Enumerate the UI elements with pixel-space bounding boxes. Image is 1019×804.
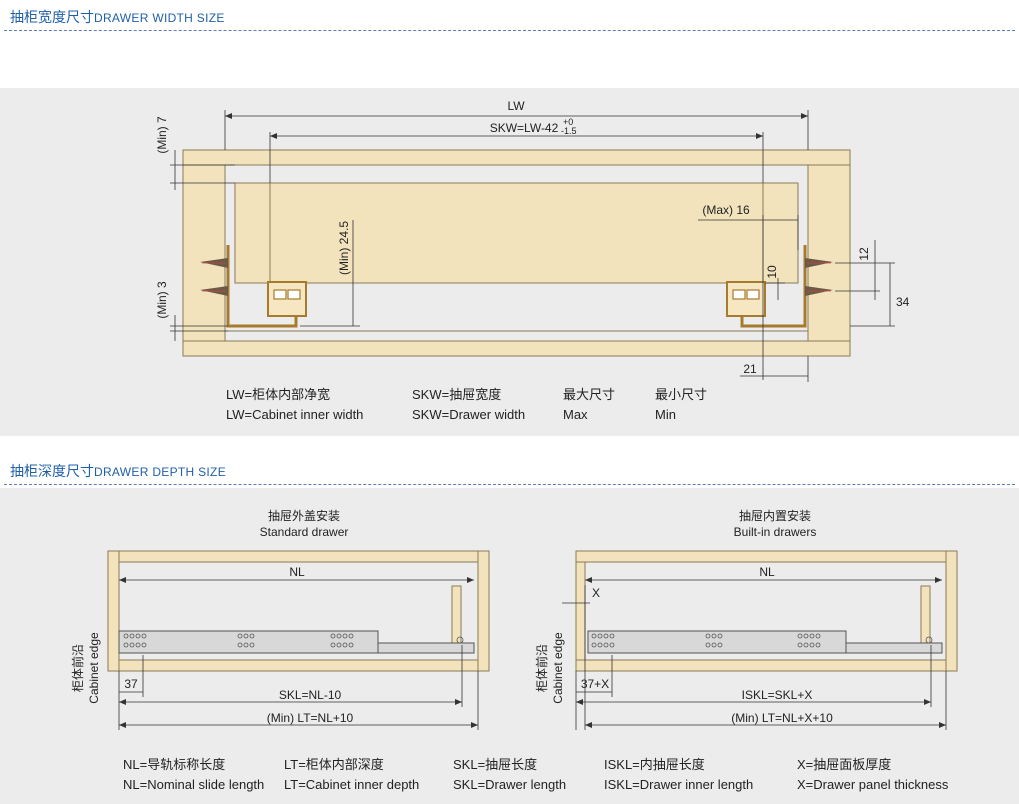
legend-lw-en: LW=Cabinet inner width: [226, 407, 363, 422]
builtin-drawer-front: [575, 561, 586, 671]
standard-drawer-back: [451, 585, 462, 645]
legend-lw-cn: LW=柜体内部净宽: [226, 387, 330, 402]
legend-nl-en: NL=Nominal slide length: [123, 777, 264, 792]
skw-dimension: [269, 132, 764, 183]
standard-skl-label: SKL=NL-10: [279, 688, 342, 702]
builtin-cabinet-bottom: [575, 659, 947, 672]
standard-slide-rail: [118, 630, 379, 654]
legend-min-cn: 最小尺寸: [655, 387, 707, 402]
drawer-right-panel: [762, 182, 799, 284]
legend-nl-cn: NL=导轨标称长度: [123, 757, 225, 772]
min3-label: (Min) 3: [155, 281, 169, 319]
cabinet-top-board: [182, 149, 851, 166]
cabinet-bottom-board: [182, 340, 851, 357]
standard-cabinet-back: [477, 550, 490, 672]
right-slide-ball: [732, 289, 746, 300]
d10-dimension: [765, 278, 785, 300]
builtin-37x-label: 37+X: [581, 677, 609, 691]
lw-dimension: [224, 110, 809, 150]
min7-dimension: [170, 150, 235, 190]
standard-slide-extension: [377, 642, 475, 654]
builtin-edge-en: Cabinet edge: [551, 632, 565, 704]
standard-title-cn: 抽屉外盖安装: [268, 508, 340, 523]
builtin-x-label: X: [592, 586, 600, 600]
max16-dimension: [698, 215, 799, 380]
builtin-drawer-back: [920, 585, 931, 645]
legend-x-en: X=Drawer panel thickness: [797, 777, 949, 792]
width-section-title: 抽柜宽度尺寸DRAWER WIDTH SIZE: [10, 7, 225, 27]
lw-label: LW: [507, 99, 525, 113]
standard-cabinet-bottom: [118, 659, 479, 672]
standard-cabinet-front: [107, 550, 120, 672]
left-screws: [200, 258, 228, 296]
section-divider: [4, 30, 1015, 31]
skw-tolerance-minus: -1.5: [561, 126, 577, 136]
width-title-en: DRAWER WIDTH SIZE: [94, 11, 225, 25]
section-divider-2: [4, 484, 1015, 485]
legend-skl-cn: SKL=抽屉长度: [453, 757, 537, 772]
d10-label: 10: [765, 265, 779, 279]
min7-label: (Min) 7: [155, 116, 169, 154]
right-slide-ball-2: [746, 289, 760, 300]
standard-nl-label: NL: [289, 565, 305, 579]
d21-label: 21: [743, 362, 757, 376]
legend-max-en: Max: [563, 407, 588, 422]
legend-min-en: Min: [655, 407, 676, 422]
builtin-slide-rail: [587, 630, 847, 654]
builtin-title-cn: 抽屉内置安装: [739, 508, 811, 523]
skw-label: SKW=LW-42: [490, 121, 559, 135]
min245-label: (Min) 24.5: [337, 221, 351, 275]
drawer-left-panel: [234, 182, 271, 284]
depth-legend: NL=导轨标称长度 NL=Nominal slide length LT=柜体内…: [123, 757, 949, 792]
legend-max-cn: 最大尺寸: [563, 387, 615, 402]
builtin-edge-cn: 柜体前沿: [534, 644, 549, 692]
builtin-cabinet-back: [945, 550, 958, 672]
builtin-cabinet-top: [575, 550, 958, 563]
standard-lt-label: (Min) LT=NL+10: [267, 711, 354, 725]
min245-dimension: [300, 220, 360, 327]
standard-title-en: Standard drawer: [260, 525, 349, 539]
drawer-box: [234, 182, 799, 284]
legend-skl-en: SKL=Drawer length: [453, 777, 566, 792]
standard-37-label: 37: [124, 677, 138, 691]
legend-iskl-en: ISKL=Drawer inner length: [604, 777, 753, 792]
builtin-iskl-label: ISKL=SKL+X: [742, 688, 813, 702]
d12-d34-dimension: [835, 240, 895, 327]
builtin-lt-label: (Min) LT=NL+X+10: [731, 711, 833, 725]
legend-x-cn: X=抽屉面板厚度: [797, 757, 891, 772]
right-screws: [805, 258, 833, 296]
legend-lt-en: LT=Cabinet inner depth: [284, 777, 419, 792]
cabinet-right-side: [807, 164, 851, 342]
depth-title-en: DRAWER DEPTH SIZE: [94, 465, 226, 479]
skw-tolerance-plus: +0: [563, 117, 573, 127]
builtin-title-en: Built-in drawers: [734, 525, 817, 539]
d21-dimension: [740, 356, 809, 382]
standard-edge-en: Cabinet edge: [87, 632, 101, 704]
legend-lt-cn: LT=柜体内部深度: [284, 757, 384, 772]
standard-cabinet-top: [107, 550, 490, 563]
builtin-slide-extension: [845, 642, 943, 654]
left-slide-ball: [273, 289, 287, 300]
width-legend: LW=柜体内部净宽 LW=Cabinet inner width SKW=抽屉宽…: [226, 387, 707, 422]
width-title-cn: 抽柜宽度尺寸: [10, 9, 94, 25]
d12-label: 12: [857, 247, 871, 261]
legend-skw-cn: SKW=抽屉宽度: [412, 387, 501, 402]
legend-iskl-cn: ISKL=内抽屉长度: [604, 757, 705, 772]
d34-label: 34: [896, 295, 910, 309]
builtin-nl-label: NL: [759, 565, 775, 579]
standard-edge-cn: 柜体前沿: [70, 644, 85, 692]
builtin-slide-holes: [591, 633, 933, 648]
cabinet-left-side: [182, 164, 226, 342]
depth-title-cn: 抽柜深度尺寸: [10, 463, 94, 479]
min3-dimension: [170, 315, 228, 341]
standard-slide-holes: [123, 633, 464, 648]
max16-label: (Max) 16: [702, 203, 750, 217]
depth-section-title: 抽柜深度尺寸DRAWER DEPTH SIZE: [10, 461, 226, 481]
left-slide-ball-2: [287, 289, 301, 300]
legend-skw-en: SKW=Drawer width: [412, 407, 525, 422]
